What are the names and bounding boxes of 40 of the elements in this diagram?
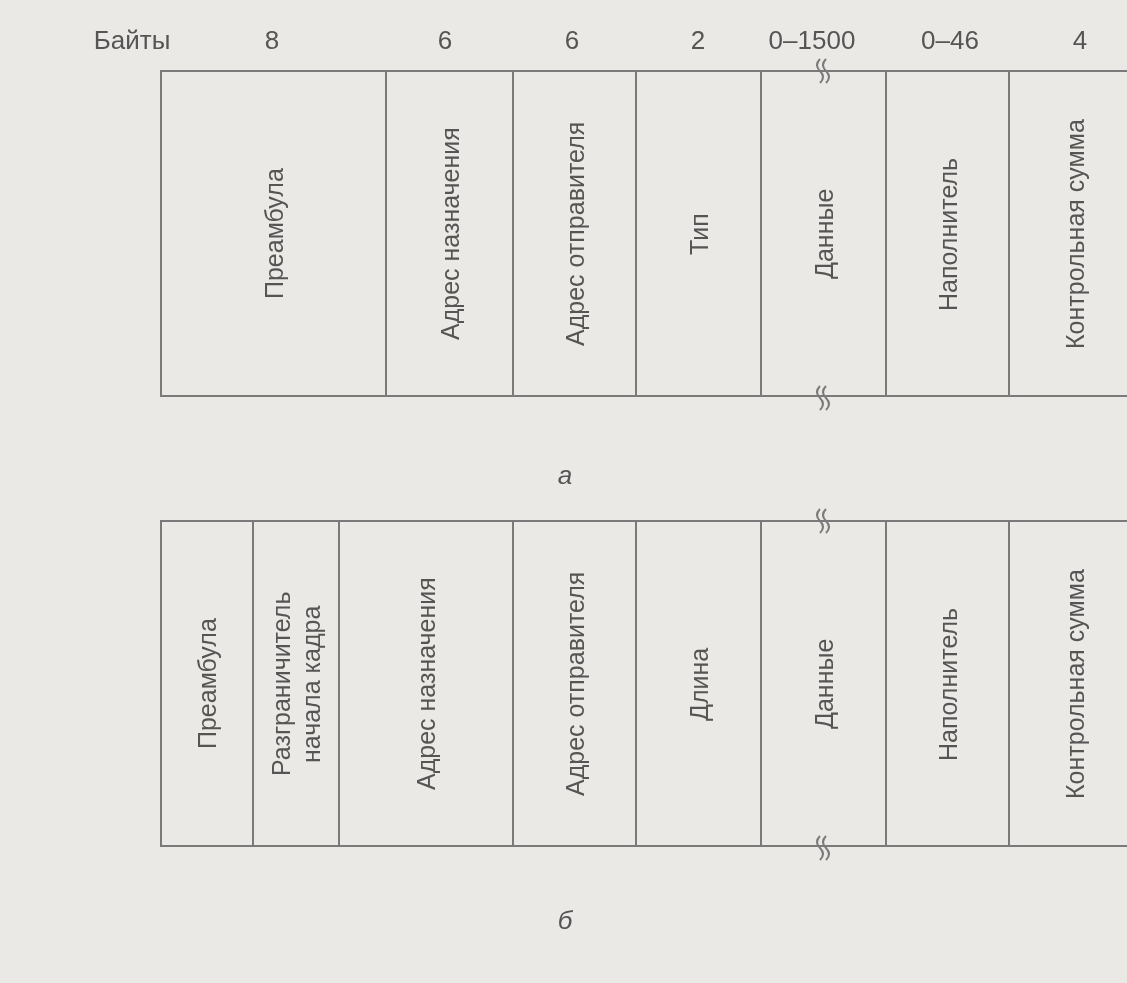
field-name: Наполнитель [932, 155, 963, 313]
byte-count: 8 [264, 25, 280, 56]
field-cell [338, 520, 514, 847]
field-name: Длина [683, 645, 714, 723]
byte-count: 0–46 [921, 25, 979, 56]
field-cell [512, 70, 637, 397]
field-cell [635, 70, 762, 397]
field-cell [252, 520, 340, 847]
field-name: Контрольная сумма [1060, 567, 1090, 801]
field-cell [160, 520, 254, 847]
header-label: Байты [93, 25, 171, 56]
subfigure-label: б [557, 905, 573, 936]
field-cell [635, 520, 762, 847]
field-cell [1008, 70, 1127, 397]
field-cell [512, 520, 637, 847]
field-cell [885, 70, 1010, 397]
byte-count: 4 [1072, 25, 1088, 56]
field-name: Разграничитель начала кадра [266, 590, 326, 778]
field-name: Контрольная сумма [1060, 117, 1090, 351]
field-cell [760, 70, 887, 397]
field-cell [1008, 520, 1127, 847]
field-cell [160, 70, 387, 397]
field-name: Преамбула [258, 167, 289, 301]
field-cell [385, 70, 514, 397]
field-cell [760, 520, 887, 847]
subfigure-label: а [557, 460, 573, 491]
field-name: Данные [808, 187, 839, 281]
field-name: Данные [808, 637, 839, 731]
byte-count: 2 [690, 25, 706, 56]
byte-count: 6 [437, 25, 453, 56]
byte-count: 0–1500 [768, 25, 856, 56]
field-name: Тип [683, 211, 714, 257]
field-name: Адрес назначения [411, 576, 441, 792]
field-cell [885, 520, 1010, 847]
field-name: Адрес назначения [434, 126, 465, 342]
field-name: Адрес отправителя [559, 570, 590, 798]
field-name: Адрес отправителя [559, 120, 590, 348]
byte-count: 6 [564, 25, 580, 56]
field-name: Наполнитель [932, 605, 963, 763]
field-name: Преамбула [192, 617, 222, 751]
